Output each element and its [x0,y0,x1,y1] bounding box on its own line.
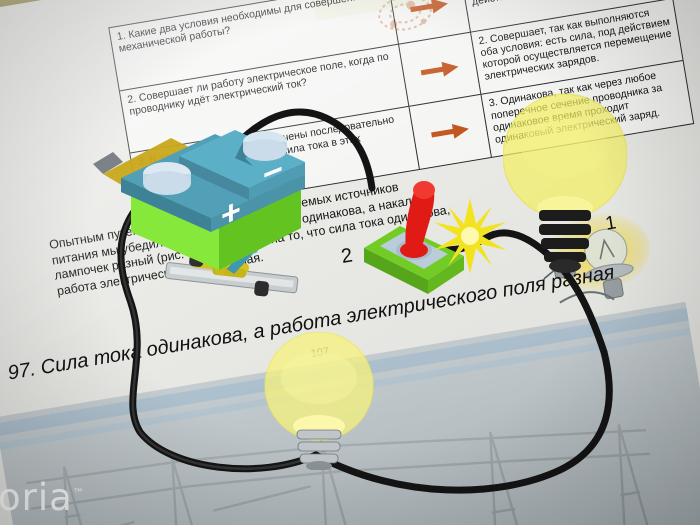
battery-minus-label: − [263,149,283,195]
light-bulb-right[interactable] [502,88,628,284]
vuforia-watermark: foria™ [0,476,85,519]
light-bulb-left[interactable] [261,331,377,471]
battery-model[interactable]: + − [93,112,308,272]
spark-effect [432,198,508,274]
battery-plus-label: + [221,190,241,236]
watermark-trademark: ™ [72,486,85,500]
watermark-text: foria [0,476,73,519]
switch-model[interactable] [356,176,476,296]
